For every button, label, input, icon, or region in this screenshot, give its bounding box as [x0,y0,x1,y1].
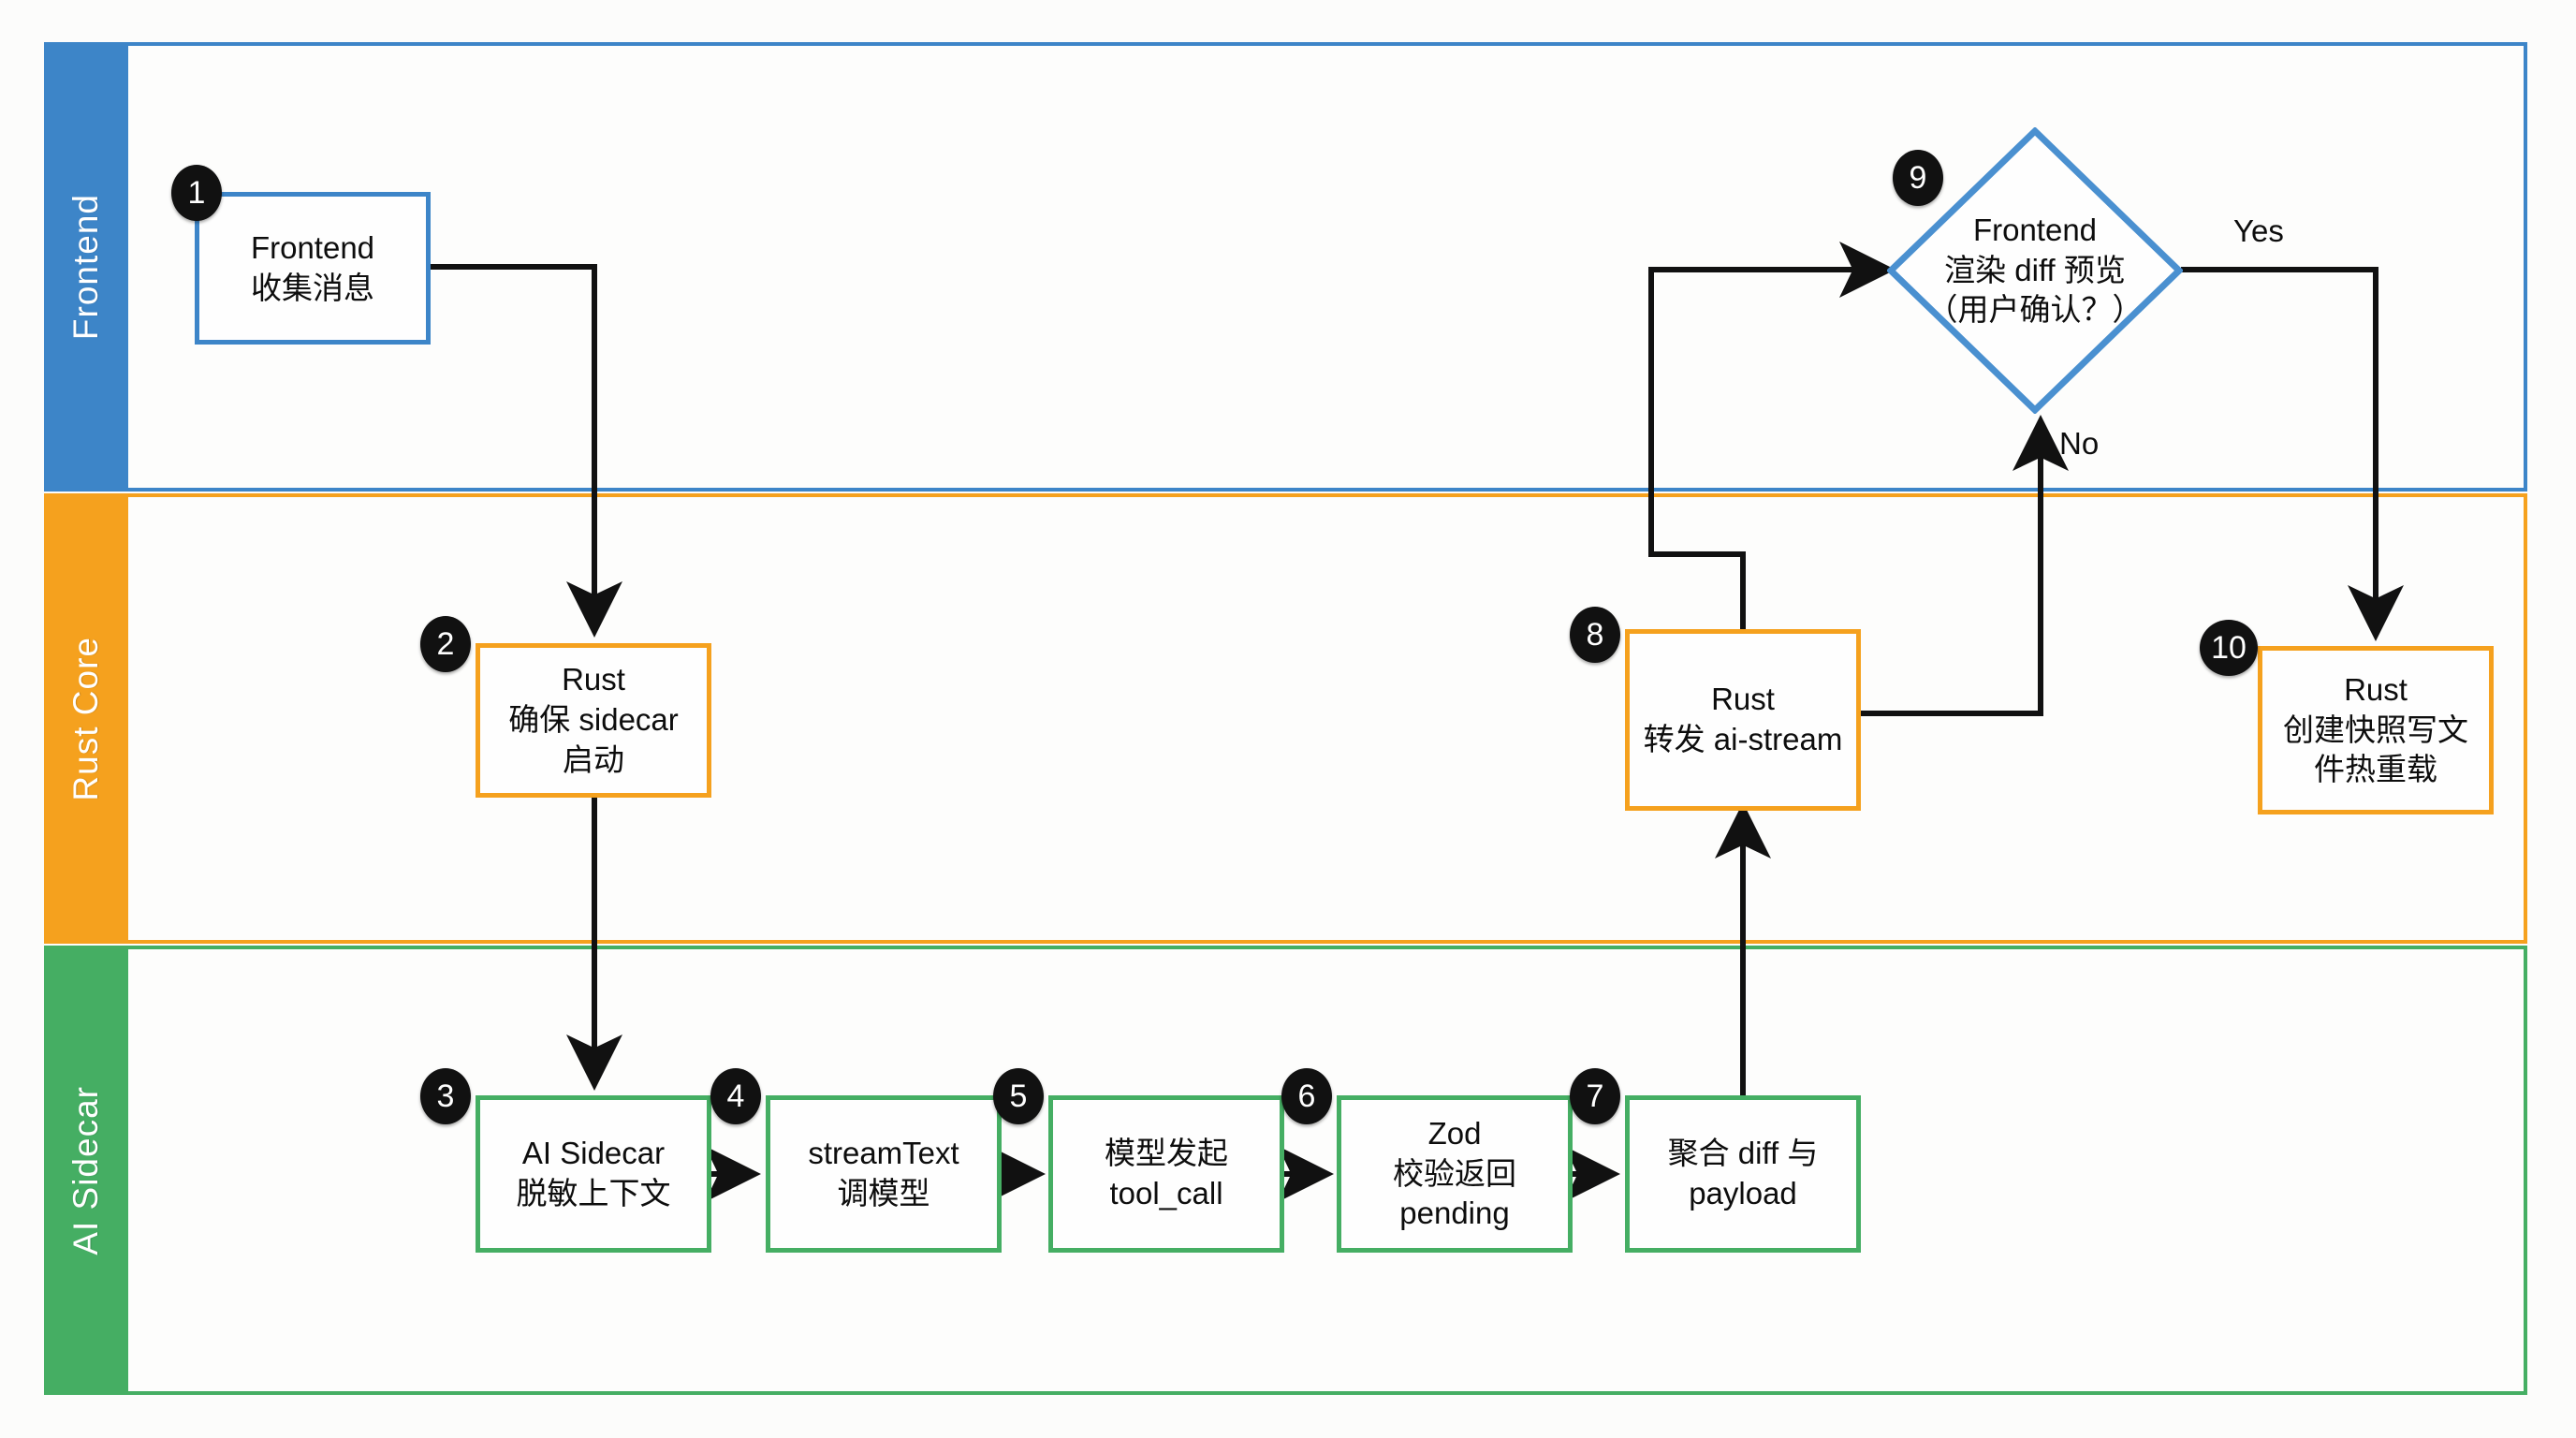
node-7-label: 聚合 diff 与 payload [1667,1136,1819,1211]
step-badge-10: 10 [2200,620,2258,676]
node-8-label: Rust 转发 ai-stream [1643,682,1843,756]
step-badge-9: 9 [1893,150,1943,206]
lane-header-ai-sidecar: AI Sidecar [44,946,128,1395]
node-6-zod-validate[interactable]: Zod 校验返回 pending [1337,1095,1573,1253]
node-2-label: Rust 确保 sidecar 启动 [508,662,679,777]
lane-header-rust-core: Rust Core [44,493,128,944]
node-1-frontend-collect[interactable]: Frontend 收集消息 [195,192,431,345]
edge-label-yes: Yes [2233,213,2284,249]
node-3-ai-sidecar-desensitize[interactable]: AI Sidecar 脱敏上下文 [476,1095,711,1253]
step-badge-3: 3 [420,1068,471,1124]
step-badge-9-number: 9 [1909,160,1927,196]
step-badge-5-number: 5 [1009,1078,1028,1114]
node-10-rust-snapshot-hot-reload[interactable]: Rust 创建快照写文 件热重载 [2258,646,2494,814]
step-badge-4: 4 [710,1068,761,1124]
node-4-stream-text[interactable]: streamText 调模型 [766,1095,1002,1253]
edge-label-yes-text: Yes [2233,213,2284,248]
node-8-rust-forward-ai-stream[interactable]: Rust 转发 ai-stream [1625,629,1861,811]
node-2-rust-ensure-sidecar[interactable]: Rust 确保 sidecar 启动 [476,643,711,798]
node-9-label: Frontend 渲染 diff 预览 （用户确认？） [1926,212,2144,328]
edge-label-no-text: No [2059,426,2100,461]
node-9-label-wrap: Frontend 渲染 diff 预览 （用户确认？） [1887,127,2183,414]
node-5-label: 模型发起 tool_call [1105,1136,1228,1211]
step-badge-6: 6 [1281,1068,1332,1124]
step-badge-6-number: 6 [1297,1078,1316,1114]
step-badge-3-number: 3 [436,1078,455,1114]
step-badge-10-number: 10 [2211,630,2247,666]
step-badge-2: 2 [420,616,471,672]
step-badge-7-number: 7 [1586,1078,1604,1114]
diamond-shape [1887,127,2183,414]
step-badge-2-number: 2 [436,626,455,662]
edge-label-no: No [2059,426,2099,462]
node-10-label: Rust 创建快照写文 件热重载 [2283,671,2468,787]
node-5-model-tool-call[interactable]: 模型发起 tool_call [1048,1095,1284,1253]
step-badge-1: 1 [171,165,222,221]
node-7-aggregate-diff-payload[interactable]: 聚合 diff 与 payload [1625,1095,1861,1253]
step-badge-8: 8 [1570,607,1620,663]
step-badge-4-number: 4 [726,1078,745,1114]
lane-body-rust-core [44,493,2527,944]
edge-1-to-2 [431,264,622,638]
step-badge-5: 5 [993,1068,1044,1124]
step-badge-1-number: 1 [187,175,206,211]
edge-yes-to-10 [2181,267,2404,641]
edge-8-to-9 [1648,242,1895,629]
node-9-frontend-diff-preview[interactable]: Frontend 渲染 diff 预览 （用户确认？） [1887,127,2183,414]
node-6-label: Zod 校验返回 pending [1393,1115,1516,1231]
edge-no-loop [1861,415,2069,716]
node-3-label: AI Sidecar 脱敏上下文 [516,1136,671,1211]
node-4-label: streamText 调模型 [808,1136,959,1211]
node-1-label: Frontend 收集消息 [250,229,375,305]
step-badge-7: 7 [1570,1068,1620,1124]
lane-header-frontend: Frontend [44,42,128,492]
step-badge-8-number: 8 [1586,617,1604,653]
